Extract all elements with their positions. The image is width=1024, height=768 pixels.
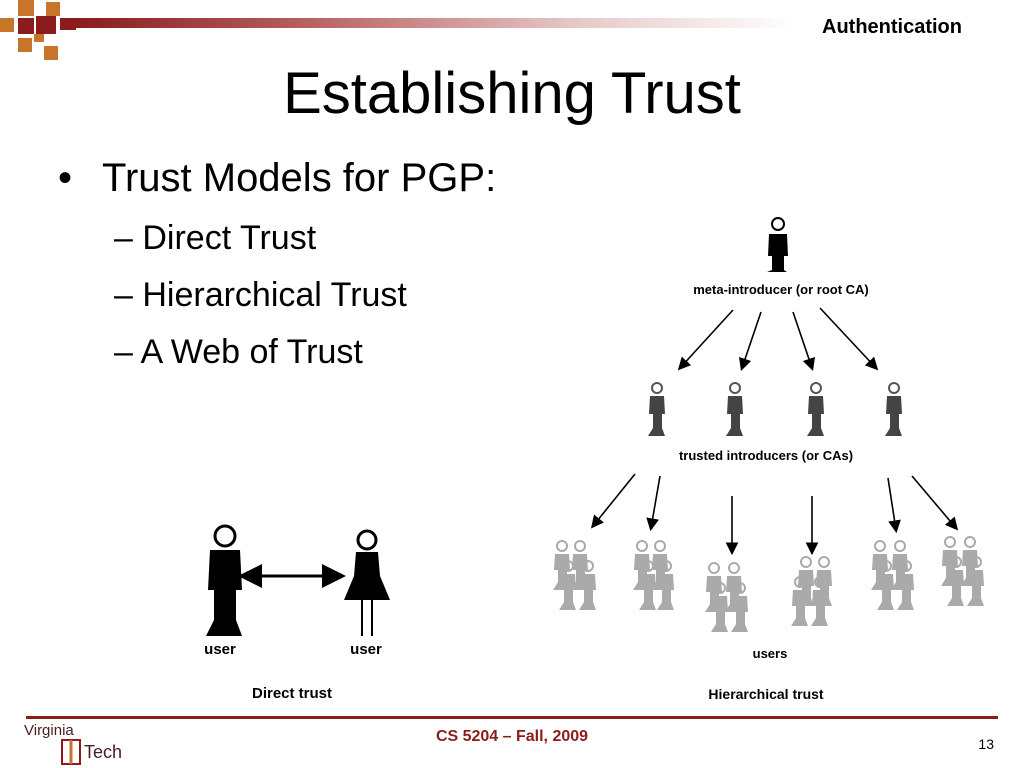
left-user-label: user [204, 641, 236, 658]
bullet-main: • Trust Models for PGP: [58, 156, 496, 201]
right-user-label: user [350, 641, 382, 658]
user-group-icons [552, 536, 985, 633]
hierarchical-trust-caption: Hierarchical trust [708, 686, 823, 702]
bullet-main-text: Trust Models for PGP: [102, 156, 497, 200]
section-label: Authentication [822, 16, 962, 38]
direct-trust-diagram: user user Direct trust [204, 524, 390, 702]
slide-title: Establishing Trust [283, 61, 741, 126]
sub-item-direct-trust: – Direct Trust [114, 219, 317, 257]
male-user-icon [206, 524, 242, 636]
bullet-symbol: • [58, 156, 73, 200]
course-label: CS 5204 – Fall, 2009 [435, 728, 589, 745]
sub-item-hierarchical-trust: – Hierarchical Trust [114, 276, 407, 314]
direct-trust-caption: Direct trust [252, 685, 332, 702]
svg-text:Tech: Tech [84, 742, 122, 762]
footer-line [26, 716, 998, 719]
bullet-list: • Trust Models for PGP: – Direct Trust –… [58, 156, 496, 372]
root-ca-label: meta-introducer (or root CA) [693, 282, 869, 297]
trusted-introducer-icons [647, 382, 903, 437]
female-user-icon [344, 529, 390, 636]
svg-text:Virginia: Virginia [24, 722, 74, 739]
hierarchical-trust-diagram: meta-introducer (or root CA) trusted int… [552, 217, 985, 702]
users-label: users [753, 646, 788, 661]
corner-decoration [0, 0, 76, 60]
header-bar [76, 18, 796, 28]
trusted-introducers-label: trusted introducers (or CAs) [679, 448, 853, 463]
page-number: 13 [978, 736, 994, 752]
root-ca-icon [767, 217, 788, 272]
sub-item-web-of-trust: – A Web of Trust [114, 333, 363, 371]
virginia-tech-logo: Virginia Tech [24, 722, 122, 765]
introducer-arrows [590, 473, 959, 556]
root-arrows [677, 307, 879, 372]
